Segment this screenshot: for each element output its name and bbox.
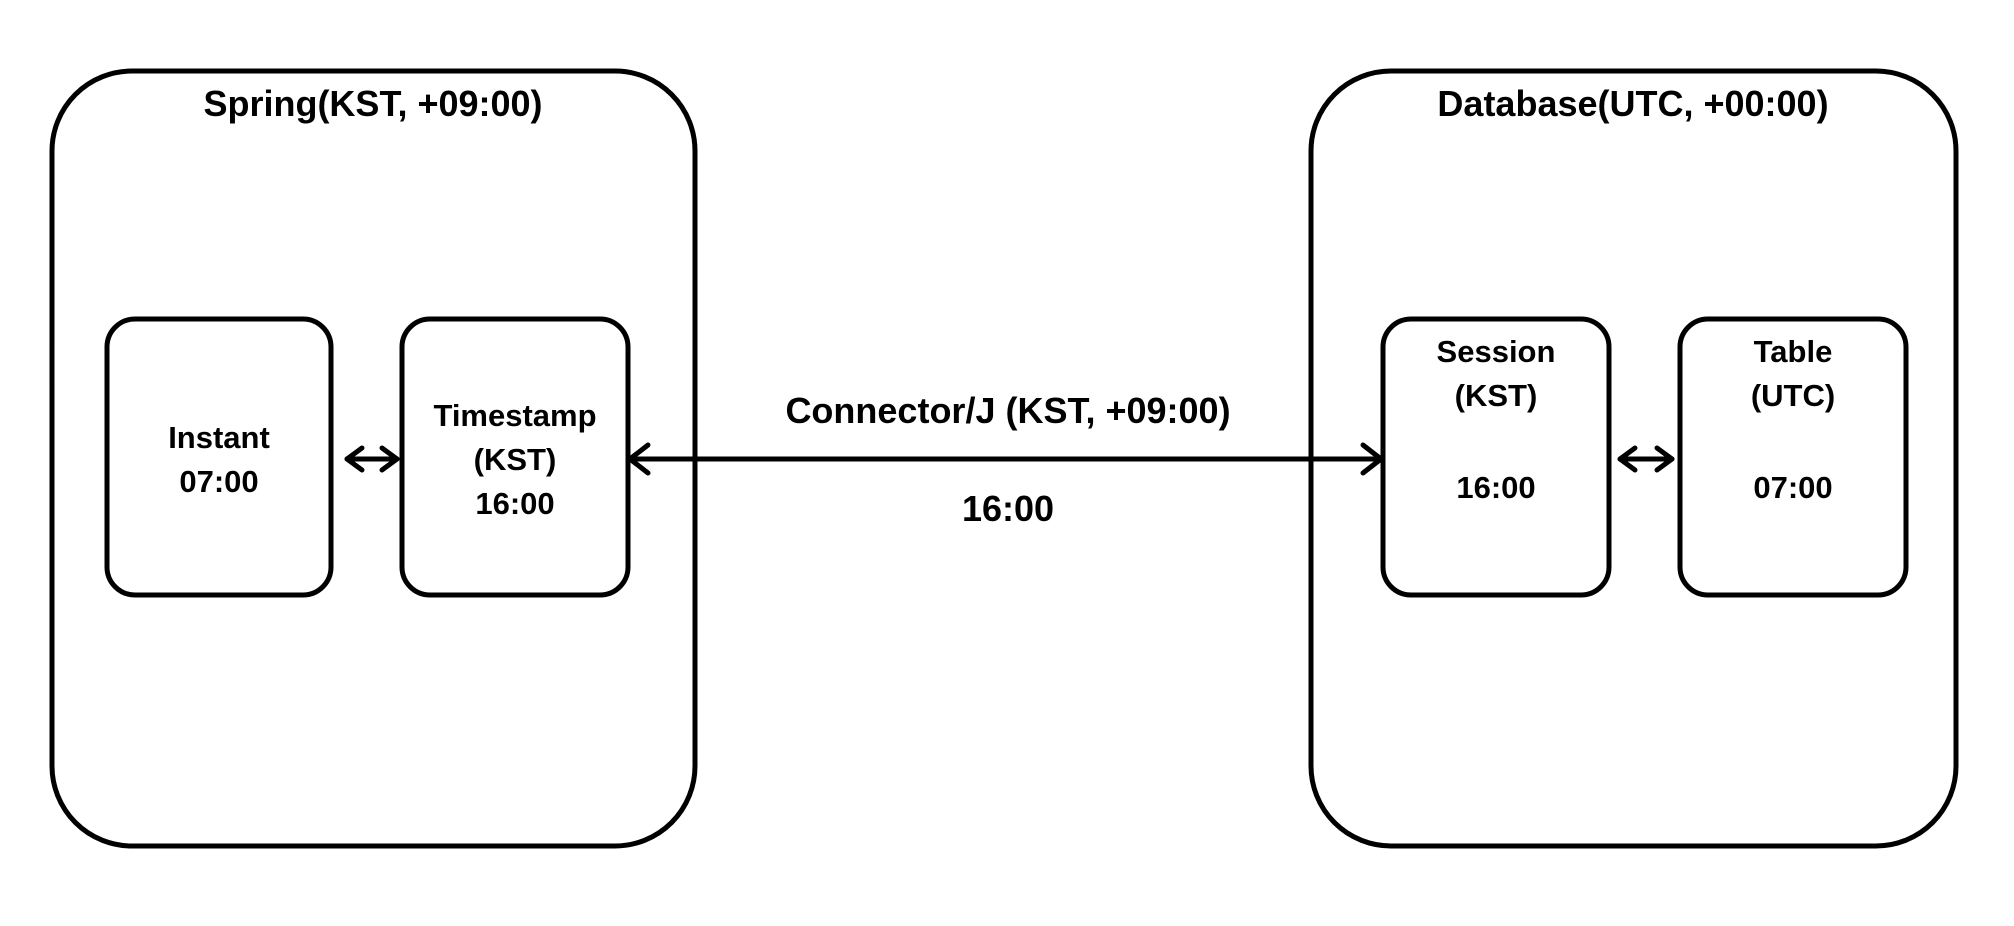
connector-value: 16:00	[962, 488, 1054, 529]
connector-label: Connector/J (KST, +09:00)	[785, 390, 1230, 431]
session-zone: (KST)	[1455, 378, 1538, 413]
instant-time: 07:00	[179, 464, 258, 499]
timestamp-label: Timestamp	[433, 398, 596, 433]
timestamp-time: 16:00	[475, 486, 554, 521]
table-zone: (UTC)	[1751, 378, 1835, 413]
table-node	[1677, 316, 1909, 598]
database-title: Database(UTC, +00:00)	[1437, 83, 1828, 124]
session-time: 16:00	[1456, 470, 1535, 505]
table-label: Table	[1754, 334, 1833, 369]
instant-node	[104, 316, 334, 598]
instant-timestamp-arrow	[344, 445, 400, 473]
timestamp-node	[399, 316, 631, 598]
spring-title: Spring(KST, +09:00)	[203, 83, 542, 124]
table-time: 07:00	[1753, 470, 1832, 505]
timestamp-zone: (KST)	[474, 442, 557, 477]
instant-label: Instant	[168, 420, 270, 455]
session-label: Session	[1437, 334, 1556, 369]
session-table-arrow	[1617, 445, 1675, 473]
session-node	[1380, 316, 1612, 598]
